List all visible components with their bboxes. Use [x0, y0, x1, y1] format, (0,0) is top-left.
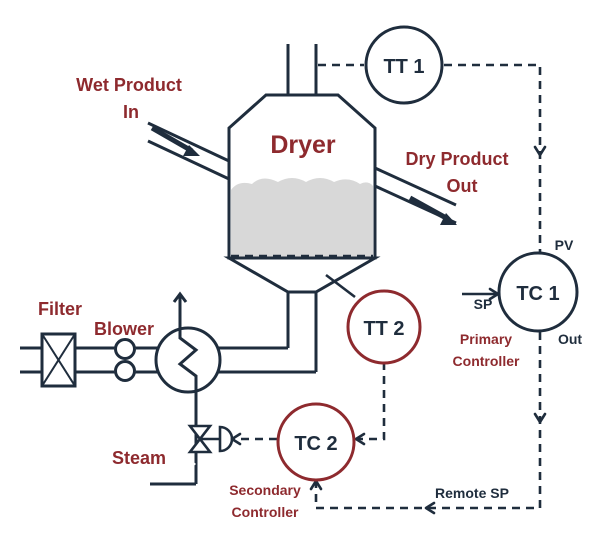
instrument-tc1: TC 1 — [497, 251, 579, 333]
blower-label: Blower — [94, 319, 154, 339]
instrument-tt1: TT 1 — [364, 25, 444, 105]
remote-sp-label: Remote SP — [435, 485, 509, 501]
dry-product-outlet: Dry Product Out — [374, 149, 509, 225]
sp-label: SP — [474, 296, 493, 312]
dry-product-arrow-icon — [440, 213, 457, 225]
wet-product-arrow-icon — [183, 145, 200, 156]
filter-label: Filter — [38, 299, 82, 319]
tt1-label: TT 1 — [383, 56, 424, 78]
primary-controller-label-line2: Controller — [453, 353, 520, 369]
dryer-label: Dryer — [270, 131, 336, 159]
wet-product-label-line1: Wet Product — [76, 75, 182, 95]
steam-label: Steam — [112, 448, 166, 468]
filter-icon — [40, 332, 77, 388]
wet-product-inlet: Wet Product In — [76, 75, 230, 181]
instrument-tt2: TT 2 — [346, 289, 422, 365]
primary-controller-label-line1: Primary — [460, 331, 512, 347]
dryer-product-fill — [231, 178, 373, 257]
air-supply-line: Filter Blower — [20, 291, 316, 398]
out-label: Out — [558, 331, 582, 347]
instrument-tc2: TC 2 — [276, 402, 356, 482]
wet-product-label-line2: In — [123, 102, 139, 122]
signal-lines — [230, 63, 547, 515]
pv-label: PV — [555, 237, 574, 253]
steam-line: Steam — [112, 398, 234, 486]
dryer-vessel: Dryer — [223, 44, 381, 372]
tt2-label: TT 2 — [363, 318, 404, 340]
dry-product-label-line2: Out — [447, 176, 478, 196]
tc2-label: TC 2 — [294, 433, 337, 455]
heat-exchanger-icon — [154, 291, 222, 398]
secondary-controller-label-line1: Secondary — [229, 482, 301, 498]
secondary-controller-label-line2: Controller — [232, 504, 299, 520]
dry-product-label-line1: Dry Product — [405, 149, 508, 169]
tc1-label: TC 1 — [516, 283, 559, 305]
blower-icon — [114, 338, 136, 382]
